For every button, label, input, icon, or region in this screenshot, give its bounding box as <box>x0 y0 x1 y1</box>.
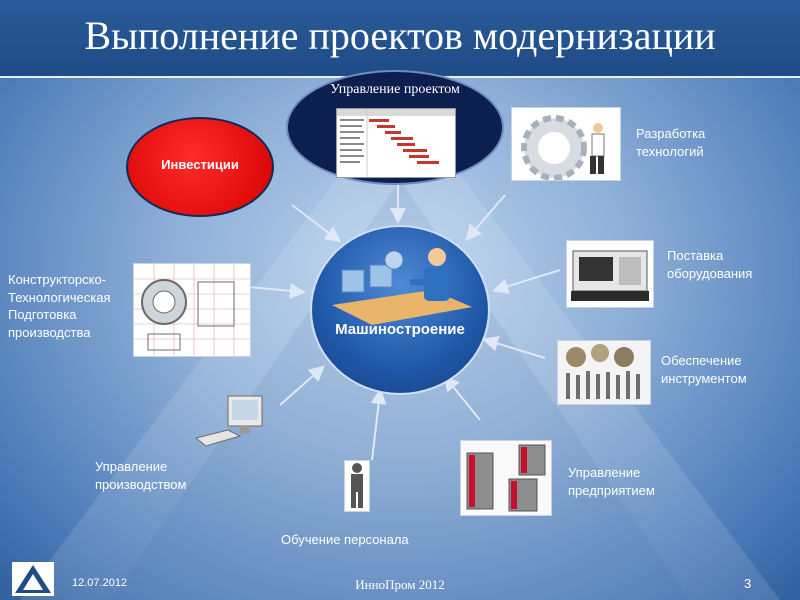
footer-event: ИнноПром 2012 <box>355 577 445 592</box>
bearing-drawing-icon <box>134 264 250 356</box>
tech-development-image <box>511 107 621 181</box>
arrow-enterprise-mgmt <box>443 374 481 421</box>
arrow-tooling <box>482 335 546 359</box>
enterprise-management-image <box>460 440 552 516</box>
mechanical-engineering-hub: Машиностроение <box>310 225 490 395</box>
arrow-equipment <box>492 269 561 295</box>
innoprom-logo <box>12 562 54 596</box>
tools-icon <box>566 344 640 399</box>
factory-worker-icon <box>332 248 472 325</box>
tooling-image <box>557 340 651 405</box>
design-prep-image <box>133 263 251 357</box>
investments-ellipse: Инвестиции <box>126 117 274 217</box>
investments-label: Инвестиции <box>161 157 239 172</box>
computer-icon <box>194 395 263 447</box>
server-racks-icon <box>466 444 546 512</box>
arrow-training <box>370 388 387 461</box>
arrow-design-prep <box>247 282 306 299</box>
hub-label: Машиностроение <box>335 321 465 338</box>
arrow-tech-development <box>465 194 506 242</box>
person-icon <box>351 463 363 508</box>
title-bar: Выполнение проектов модернизации <box>0 0 800 78</box>
staff-training-label: Обучение персонала <box>281 532 409 547</box>
gantt-chart-image <box>336 108 456 178</box>
tech-development-label: Разработка технологий <box>636 126 706 159</box>
enterprise-management-label: Управление предприятием <box>568 465 655 498</box>
page-number: 3 <box>744 576 752 591</box>
equipment-supply-image <box>566 240 654 308</box>
equipment-supply-label: Поставка оборудования <box>667 248 753 281</box>
production-management-label: Управление производством <box>95 459 187 492</box>
project-management-label: Управление проектом <box>330 82 460 97</box>
staff-training-image <box>344 460 370 512</box>
design-prep-label: Конструкторско- Технологическая Подготов… <box>8 272 111 340</box>
arrow-production-mgmt <box>279 365 326 406</box>
footer-date: 12.07.2012 <box>72 577 128 589</box>
slide-title: Выполнение проектов модернизации <box>84 13 716 58</box>
gear-icon <box>521 115 605 180</box>
project-management-ellipse: Управление проектом <box>286 70 504 185</box>
cnc-machine-icon <box>571 250 649 301</box>
arrow-investments <box>291 204 342 243</box>
tooling-label: Обеспечение инструментом <box>661 353 747 386</box>
